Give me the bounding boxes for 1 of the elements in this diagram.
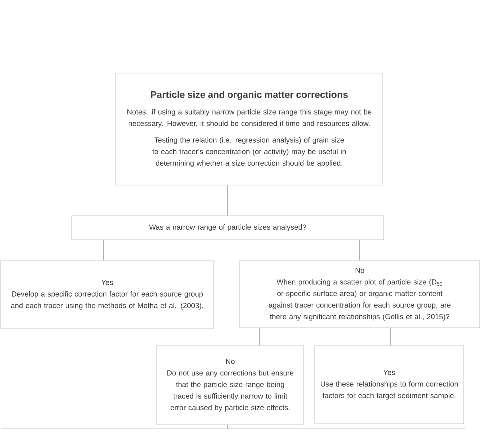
- connector-line: [390, 328, 392, 346]
